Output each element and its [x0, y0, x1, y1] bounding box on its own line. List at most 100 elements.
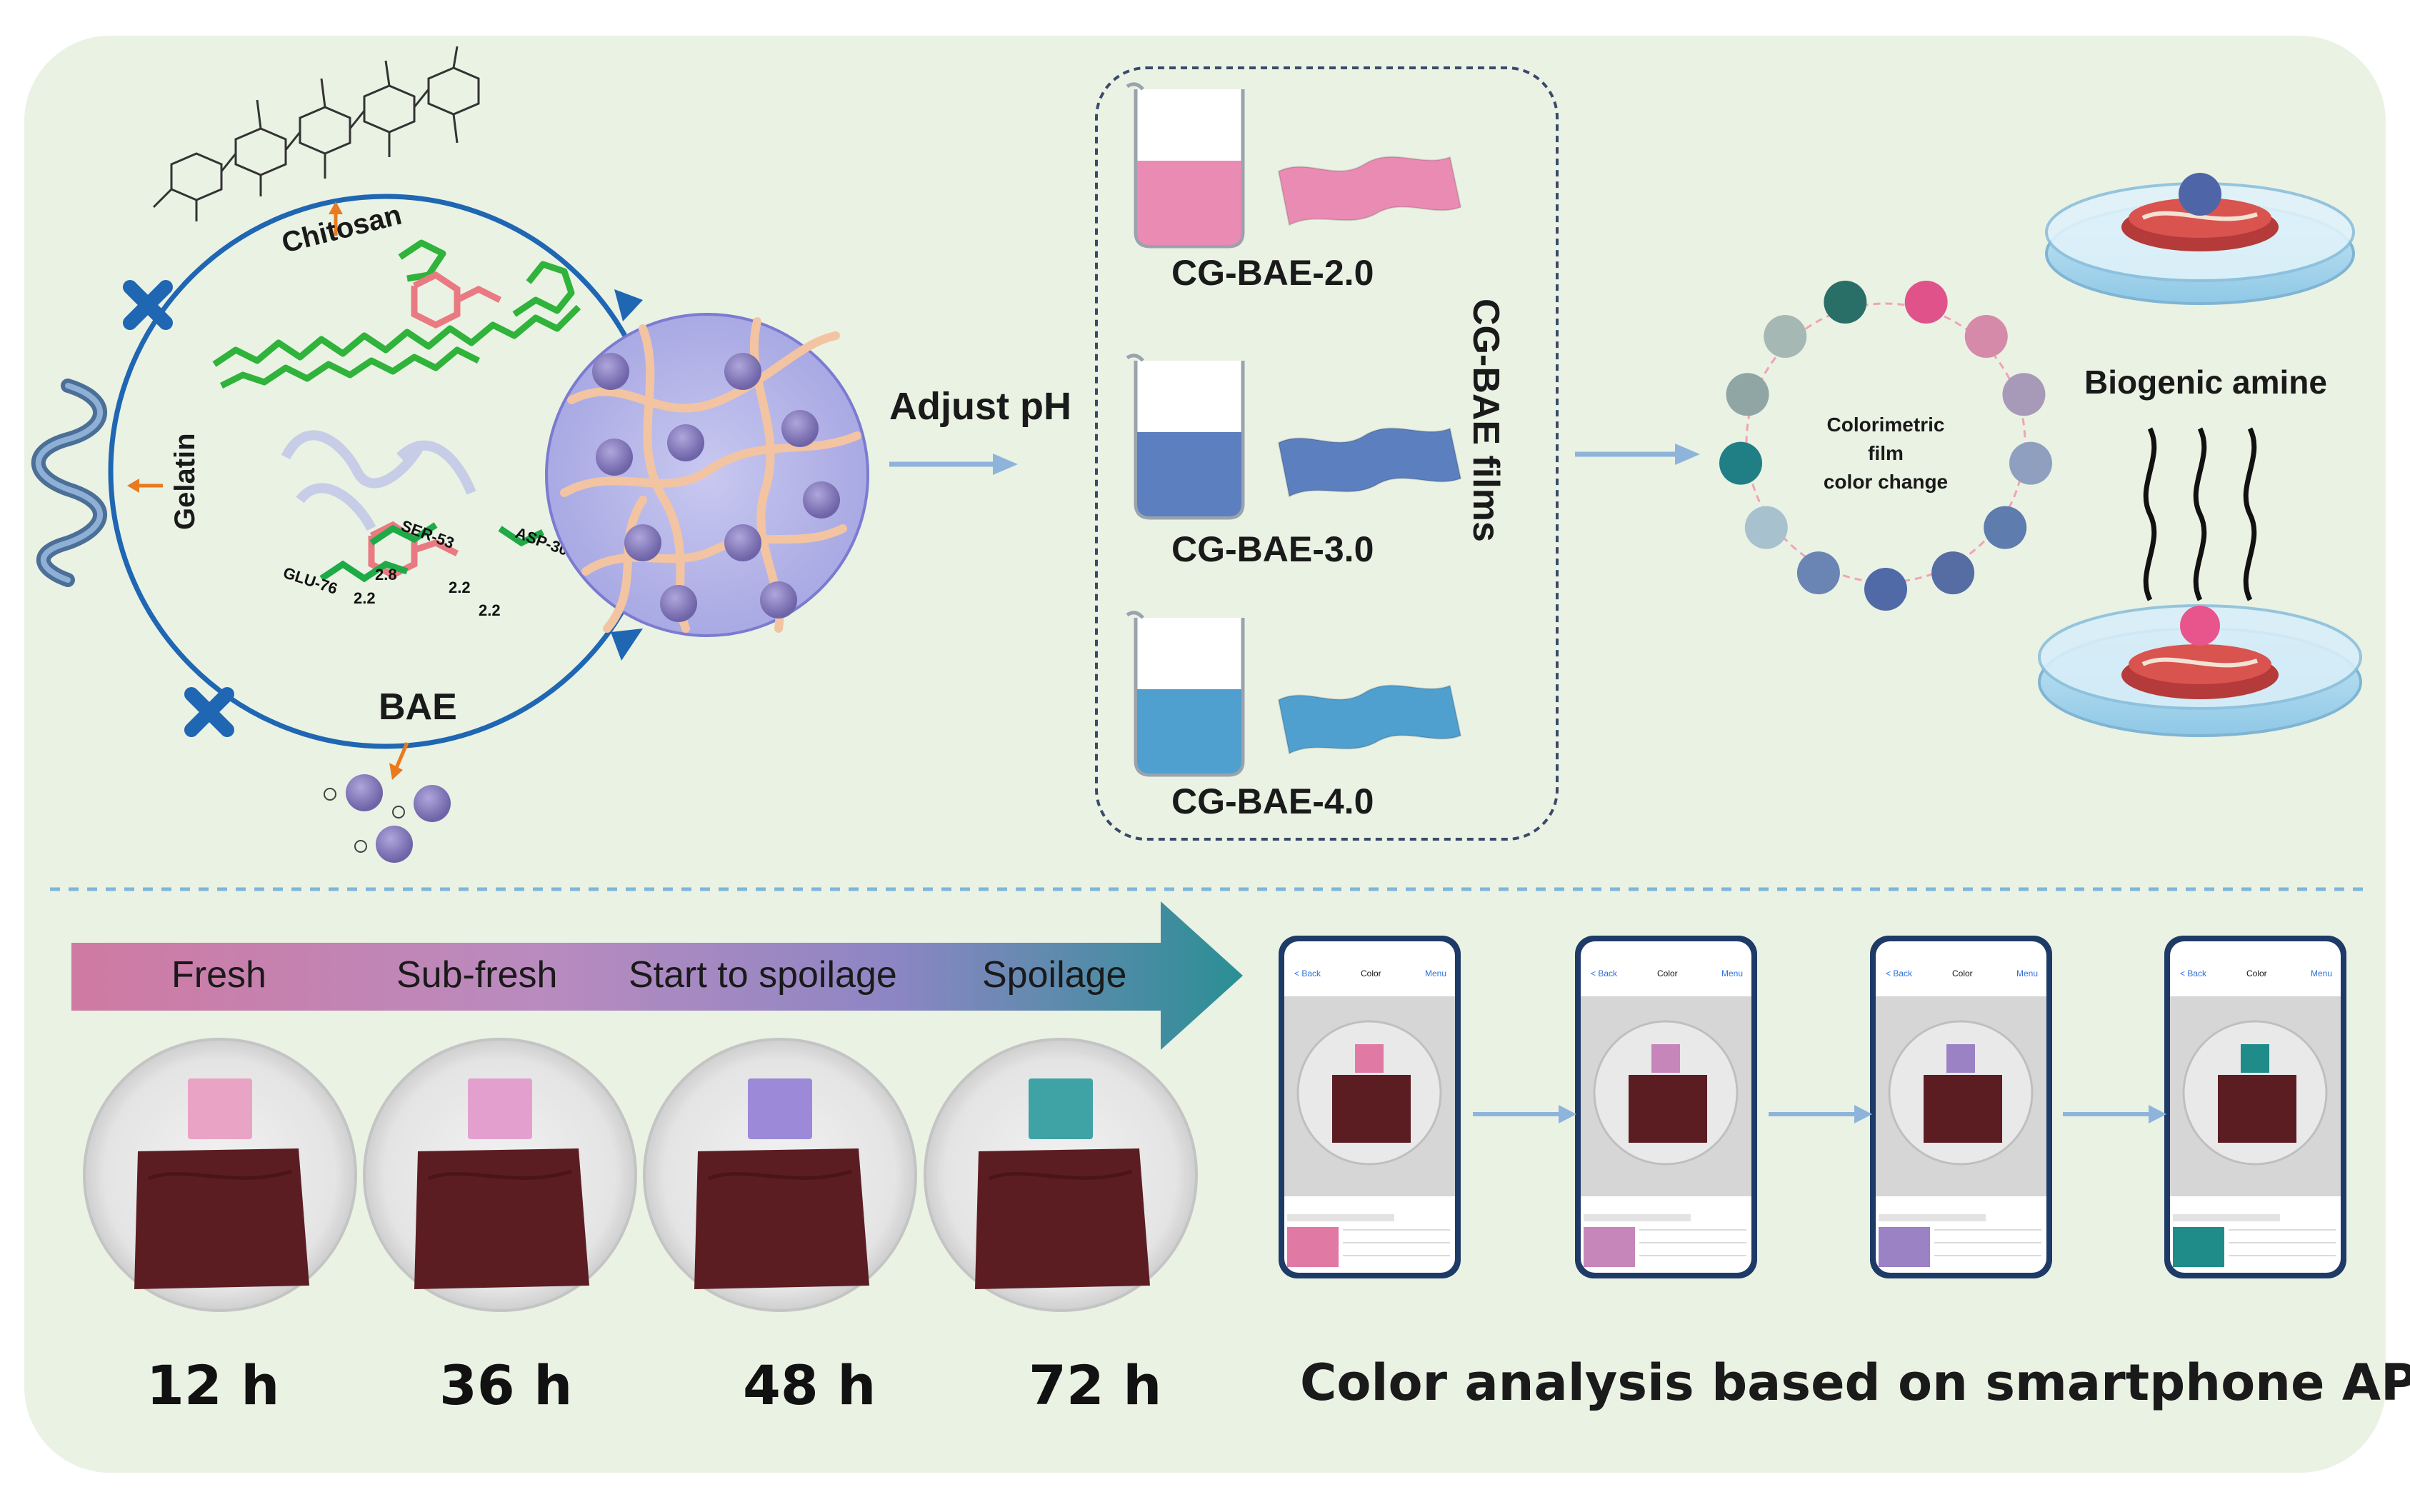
film-label-2: CG-BAE-3.0	[1171, 529, 1374, 569]
adjust-ph-label: Adjust pH	[889, 385, 1071, 428]
beaker-solution	[1137, 432, 1241, 516]
sample-plate-1	[83, 1038, 357, 1312]
sample-plate-4	[924, 1038, 1198, 1312]
sample-plate-2	[363, 1038, 637, 1312]
indicator-film	[748, 1078, 812, 1139]
phone-title: Color	[2246, 968, 2267, 978]
bae-particles	[324, 774, 451, 863]
gelatin-pointer-head	[127, 479, 139, 493]
phone-back-button[interactable]: < Back	[1591, 968, 1618, 978]
meat-sample	[975, 1148, 1150, 1289]
beaker-solution	[1137, 161, 1241, 245]
ring-color-dot	[1764, 314, 1807, 358]
ring-color-dot	[2009, 441, 2052, 485]
indicator-film	[188, 1078, 252, 1139]
chitosan-structure	[152, 46, 480, 221]
time-label-72h: 72 h	[1029, 1353, 1162, 1417]
phone-color-swatch	[2173, 1227, 2224, 1267]
bond-length-4: 2.2	[479, 601, 501, 619]
gelatin-helix	[31, 379, 107, 587]
film-row-3	[1126, 611, 1462, 777]
ring-color-dot	[1984, 506, 2027, 549]
bae-label: BAE	[379, 686, 457, 728]
beaker-spout	[1126, 82, 1144, 91]
bond-length-1: 2.8	[375, 566, 397, 584]
ring-arrow-head	[1675, 444, 1700, 465]
amine-vapor	[2143, 427, 2257, 601]
adjust-ph-arrow-head	[993, 454, 1018, 475]
phone-menu-button[interactable]: Menu	[1425, 968, 1446, 978]
film-row-2	[1126, 354, 1462, 520]
indicator-film	[1029, 1078, 1093, 1139]
stage-label-fresh: Fresh	[171, 954, 266, 996]
stage-label-subfresh: Sub-fresh	[396, 954, 558, 996]
ring-color-dot	[1864, 568, 1907, 611]
ring-color-dot	[1719, 441, 1763, 485]
bond-length-3: 2.2	[449, 579, 471, 596]
meat-sample	[694, 1148, 869, 1289]
films-group-label: CG-BAE films	[1465, 299, 1506, 542]
gelatin-label: Gelatin	[169, 433, 201, 530]
phone-step-arrow-head	[1854, 1105, 1872, 1123]
residue-sticks	[319, 522, 545, 583]
phone-menu-button[interactable]: Menu	[1721, 968, 1743, 978]
biogenic-amine-label: Biogenic amine	[2084, 364, 2327, 401]
film-sheet	[1277, 427, 1462, 498]
cross-mark-top	[123, 280, 173, 330]
circle-arrowhead-bottom	[611, 629, 643, 661]
beaker-spout	[1126, 354, 1144, 362]
petri-dish-top	[2045, 173, 2355, 305]
smartphone-3: < Back Color Menu	[1870, 936, 2052, 1278]
dish-top-indicator	[2179, 173, 2221, 216]
film-label-3: CG-BAE-4.0	[1171, 781, 1374, 821]
molecular-model	[212, 239, 581, 389]
phone-back-button[interactable]: < Back	[1886, 968, 1913, 978]
phone-title: Color	[1657, 968, 1678, 978]
time-label-36h: 36 h	[439, 1353, 573, 1417]
chitosan-pointer-head	[329, 201, 343, 214]
sample-plate-3	[643, 1038, 917, 1312]
phone-step-arrow-head	[2149, 1105, 2166, 1123]
phone-back-button[interactable]: < Back	[1294, 968, 1321, 978]
ring-color-dot	[2002, 373, 2046, 416]
ring-color-dot	[1744, 506, 1788, 549]
meat-sample	[414, 1148, 589, 1289]
phone-menu-button[interactable]: Menu	[2311, 968, 2332, 978]
hydrogel-network	[545, 313, 869, 637]
bond-length-2: 2.2	[354, 589, 376, 607]
ring-color-dot	[1964, 314, 2008, 358]
ring-color-dot	[1726, 373, 1769, 416]
ring-color-dot	[1796, 551, 1840, 595]
time-label-48h: 48 h	[743, 1353, 876, 1417]
petri-dish-bottom	[2038, 604, 2362, 737]
smartphone-1: < Back Color Menu	[1279, 936, 1461, 1278]
phone-color-swatch	[1584, 1227, 1635, 1267]
phone-title: Color	[1361, 968, 1381, 978]
beaker-spout	[1126, 611, 1144, 619]
ring-color-dot	[1824, 280, 1867, 324]
spoilage-progress-arrow	[71, 901, 1243, 1050]
bae-pointer	[394, 742, 409, 768]
cross-mark-bottom	[184, 687, 234, 737]
film-sheet	[1277, 156, 1462, 226]
film-row-1	[1126, 82, 1462, 249]
phone-menu-button[interactable]: Menu	[2016, 968, 2038, 978]
beaker-solution	[1137, 689, 1241, 773]
phone-back-button[interactable]: < Back	[2180, 968, 2207, 978]
phone-title: Color	[1952, 968, 1973, 978]
stage-label-start-spoilage: Start to spoilage	[629, 954, 897, 996]
stage-label-spoilage: Spoilage	[982, 954, 1127, 996]
app-caption: Color analysis based on smartphone APP	[1300, 1353, 2410, 1412]
smartphone-2: < Back Color Menu	[1575, 936, 1757, 1278]
ring-color-dot	[1904, 280, 1948, 324]
circle-arrowhead-top	[614, 289, 643, 321]
phone-color-swatch	[1287, 1227, 1339, 1267]
ring-color-dot	[1931, 551, 1975, 595]
indicator-film	[468, 1078, 532, 1139]
ring-center-label: Colorimetric film color change	[1823, 414, 1949, 493]
smartphone-4: < Back Color Menu	[2164, 936, 2346, 1278]
meat-sample	[134, 1148, 309, 1289]
film-sheet	[1277, 684, 1462, 755]
